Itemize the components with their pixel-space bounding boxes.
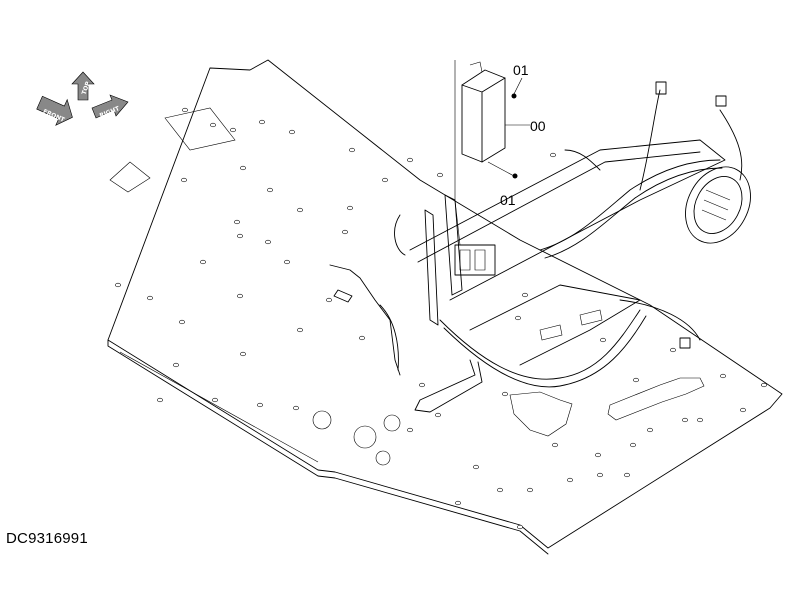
- orientation-indicator: FRONT TOP RIGHT: [36, 71, 129, 126]
- mounting-hole: [349, 147, 355, 153]
- mounting-hole: [552, 442, 558, 448]
- mounting-hole: [497, 487, 503, 493]
- mounting-holes: [115, 107, 767, 530]
- mounting-hole: [597, 472, 603, 478]
- screw-01-bottom: [512, 173, 518, 179]
- mounting-hole: [342, 229, 348, 235]
- mounting-hole: [257, 402, 263, 408]
- mounting-hole: [437, 172, 443, 178]
- mounting-hole: [173, 362, 179, 368]
- mounting-hole: [347, 205, 353, 211]
- mounting-hole: [670, 347, 676, 353]
- mounting-hole: [259, 119, 265, 125]
- mounting-hole: [267, 187, 273, 193]
- mounting-hole: [240, 165, 246, 171]
- mounting-hole: [237, 233, 243, 239]
- mounting-hole: [550, 152, 556, 158]
- mounting-hole: [200, 259, 206, 265]
- mounting-hole: [600, 337, 606, 343]
- mounting-hole: [419, 382, 425, 388]
- mounting-hole: [157, 397, 163, 403]
- mounting-hole: [522, 292, 528, 298]
- label-01-top: 01: [513, 62, 529, 78]
- mounting-hole: [515, 315, 521, 321]
- mounting-hole: [284, 259, 290, 265]
- mounting-hole: [382, 177, 388, 183]
- mounting-hole: [212, 397, 218, 403]
- mounting-hole: [527, 487, 533, 493]
- mounting-hole: [326, 297, 332, 303]
- mounting-hole: [435, 412, 441, 418]
- mounting-hole: [624, 472, 630, 478]
- label-01-bottom: 01: [500, 192, 516, 208]
- mounting-hole: [297, 207, 303, 213]
- mounting-hole: [234, 219, 240, 225]
- mounting-hole: [740, 407, 746, 413]
- top-arrow-label: TOP: [81, 80, 92, 96]
- mounting-hole: [230, 127, 236, 133]
- mounting-hole: [182, 107, 188, 113]
- mounting-hole: [179, 319, 185, 325]
- mounting-hole: [647, 427, 653, 433]
- mounting-hole: [297, 327, 303, 333]
- mounting-hole: [293, 405, 299, 411]
- mounting-hole: [289, 129, 295, 135]
- screw-01-top: [511, 93, 517, 99]
- mounting-hole: [455, 500, 461, 506]
- leader-line-01-bottom: [487, 161, 515, 177]
- mounting-hole: [147, 295, 153, 301]
- mounting-hole: [210, 122, 216, 128]
- part-00-control-box: [454, 60, 530, 246]
- mounting-hole: [595, 452, 601, 458]
- mounting-hole: [237, 293, 243, 299]
- mounting-hole: [240, 351, 246, 357]
- mounting-hole: [697, 417, 703, 423]
- mounting-hole: [633, 377, 639, 383]
- mounting-hole: [682, 417, 688, 423]
- floor-plate: [107, 59, 783, 555]
- label-00: 00: [530, 118, 546, 134]
- mounting-hole: [720, 373, 726, 379]
- wiring-harness-frame: [329, 81, 751, 413]
- mounting-hole: [407, 427, 413, 433]
- mounting-hole: [473, 464, 479, 470]
- mounting-hole: [265, 239, 271, 245]
- mounting-hole: [517, 524, 523, 530]
- mounting-hole: [115, 282, 121, 288]
- drawing-id: DC9316991: [6, 530, 88, 547]
- mounting-hole: [359, 335, 365, 341]
- mounting-hole: [761, 382, 767, 388]
- mounting-hole: [407, 157, 413, 163]
- mounting-hole: [502, 391, 508, 397]
- mounting-hole: [181, 177, 187, 183]
- mounting-hole: [567, 477, 573, 483]
- mounting-hole: [630, 442, 636, 448]
- leader-line-01-top: [513, 77, 523, 95]
